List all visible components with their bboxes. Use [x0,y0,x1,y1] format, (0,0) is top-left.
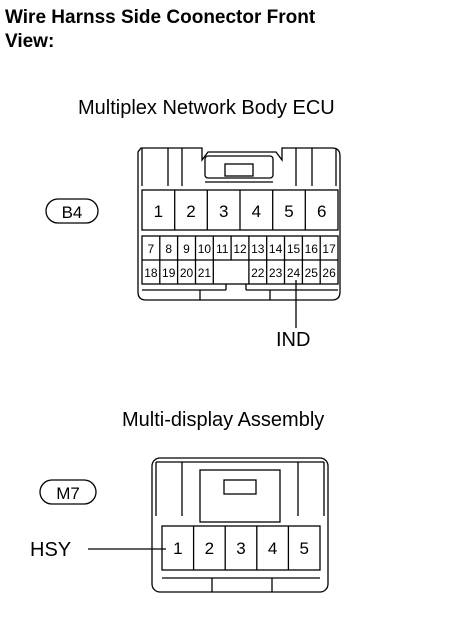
b4-pin-23: 23 [269,266,283,280]
b4-pin-20: 20 [180,266,194,280]
b4-pin-17: 17 [322,242,336,256]
m7-signal-label-hsy: HSY [30,539,72,561]
b4-pin-3: 3 [219,202,228,221]
b4-large-pin-labels: 1 2 3 4 5 6 [154,202,327,221]
b4-small-pin-dividers [159,236,321,284]
b4-pin-19: 19 [162,266,176,280]
m7-pin-4: 4 [268,539,277,558]
m7-code-label: M7 [56,484,80,503]
b4-pin-11: 11 [216,242,229,256]
b4-pin-24: 24 [287,266,301,280]
b4-pin-26: 26 [322,266,336,280]
m7-pin-1: 1 [173,539,182,558]
page-heading: Wire Harnss Side Coonector Front View: [5,6,425,54]
b4-signal-label-ind: IND [276,329,311,351]
b4-pin-15: 15 [287,242,301,256]
b4-pin-2: 2 [186,202,195,221]
b4-pin-25: 25 [305,266,319,280]
b4-connector-title: Multiplex Network Body ECU [78,97,335,119]
b4-pin-4: 4 [252,202,261,221]
b4-pin-5: 5 [284,202,293,221]
m7-connector-title: Multi-display Assembly [122,409,325,431]
m7-pin-3: 3 [236,539,245,558]
m7-pin-labels: 1 2 3 4 5 [173,539,309,558]
b4-pin-8: 8 [165,242,172,256]
b4-pin-7: 7 [148,242,155,256]
b4-pin-14: 14 [269,242,283,256]
b4-pin-10: 10 [198,242,212,256]
m7-connector-body [151,457,329,593]
b4-pin-22: 22 [251,266,265,280]
m7-pin-5: 5 [299,539,308,558]
b4-pin-9: 9 [183,242,190,256]
b4-pin-16: 16 [305,242,319,256]
b4-pin-12: 12 [233,242,247,256]
b4-code-label: B4 [62,203,83,222]
heading-line-1: Wire Harnss Side Coonector Front [5,7,316,28]
heading-line-2: View: [5,31,55,52]
m7-pin-dividers [192,526,290,570]
b4-pin-13: 13 [251,242,265,256]
b4-pin-1: 1 [154,202,163,221]
b4-large-pin-dividers [174,190,306,230]
m7-code-oval [39,479,97,505]
m7-pin-2: 2 [205,539,214,558]
b4-pin-18: 18 [144,266,158,280]
b4-pin-21: 21 [198,266,212,280]
b4-code-oval [45,198,99,224]
b4-pin-6: 6 [317,202,326,221]
